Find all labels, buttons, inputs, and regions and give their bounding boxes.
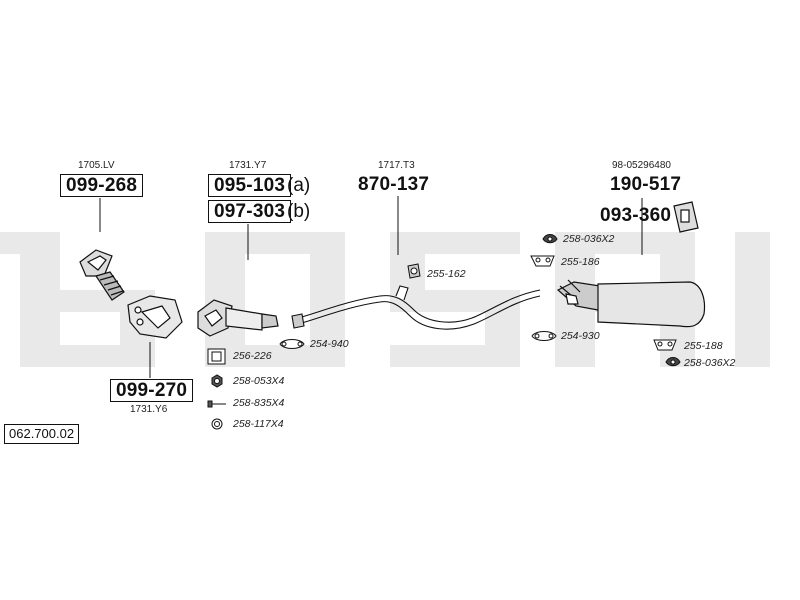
front-pipe-part-number[interactable]: 099-268 [60,174,144,197]
part-code-255-186[interactable]: 255-186 [561,256,600,268]
bolt-icon [207,400,226,408]
part-code-258-053[interactable]: 258-053X4 [233,375,285,387]
part-code-255-188[interactable]: 255-188 [684,340,723,352]
middle-pipe-ref: 1717.T3 [378,160,415,171]
nut-icon [211,374,223,388]
part-code-258-036-top[interactable]: 258-036X2 [563,233,615,245]
catalyst-part-number[interactable]: 095-103 [208,174,292,197]
catalyst-ref: 1731.Y7 [229,160,267,171]
catalyst-alt-part-number[interactable]: 097-303 [208,200,292,223]
hanger-255-162-icon [407,263,421,279]
leader-lines [99,196,643,378]
diagram-number: 062.700.02 [4,424,80,444]
rear-bracket-shape [673,201,699,233]
middle-pipe-shape [291,285,541,330]
part-code-258-036-bottom[interactable]: 258-036X2 [684,357,736,369]
hanger-255-186-icon [530,255,555,267]
part-code-255-162[interactable]: 255-162 [427,268,466,280]
rear-bracket-part-number[interactable]: 093-360 [600,205,672,226]
particulate-filter-ref: 1731.Y6 [130,404,168,415]
washer-icon [211,418,223,430]
particulate-filter-part-number[interactable]: 099-270 [110,379,194,402]
part-code-258-117[interactable]: 258-117X4 [233,418,284,430]
rear-silencer-shape [556,279,706,328]
front-pipe-ref: 1705.LV [78,160,115,171]
particulate-filter-shape [127,295,183,339]
rear-silencer-ref: 98-05296480 [612,160,671,171]
hanger-255-188-icon [653,339,677,351]
catalyst-variant-b: (b) [287,201,311,222]
catalyst-shape [197,299,279,337]
clamp-254-940-icon [279,339,305,349]
rubber-top-icon [542,234,558,244]
clamp-254-930-icon [531,331,557,341]
catalyst-variant-a: (a) [287,175,311,196]
middle-pipe-part-number[interactable]: 870-137 [358,174,430,195]
gasket-256-226-icon [207,348,226,365]
rear-silencer-part-number[interactable]: 190-517 [610,174,682,195]
part-code-254-930[interactable]: 254-930 [561,330,600,342]
part-code-256-226[interactable]: 256-226 [233,350,272,362]
part-code-254-940[interactable]: 254-940 [310,338,349,350]
rubber-bottom-icon [665,357,681,367]
part-code-258-835[interactable]: 258-835X4 [233,397,285,409]
front-pipe-shape [79,249,125,301]
fitting-icons [207,234,681,430]
